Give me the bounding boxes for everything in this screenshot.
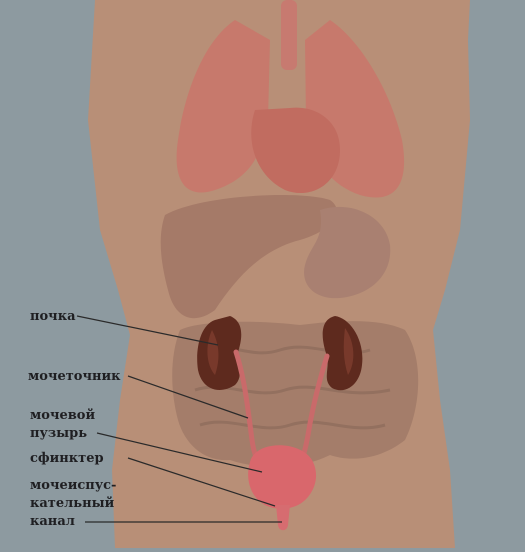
label-kidney: почка xyxy=(30,309,76,324)
label-urethra-line3: канал xyxy=(30,514,75,529)
label-urethra-line1: мочеиспус- xyxy=(30,478,116,493)
label-bladder-line2: пузырь xyxy=(30,426,87,441)
bladder xyxy=(248,445,316,509)
trachea xyxy=(281,0,297,70)
label-ureter: мочеточник xyxy=(28,369,121,384)
label-bladder-line1: мочевой xyxy=(30,408,95,423)
label-sphincter: сфинктер xyxy=(30,451,104,466)
label-urethra-line2: кательный xyxy=(30,496,114,511)
